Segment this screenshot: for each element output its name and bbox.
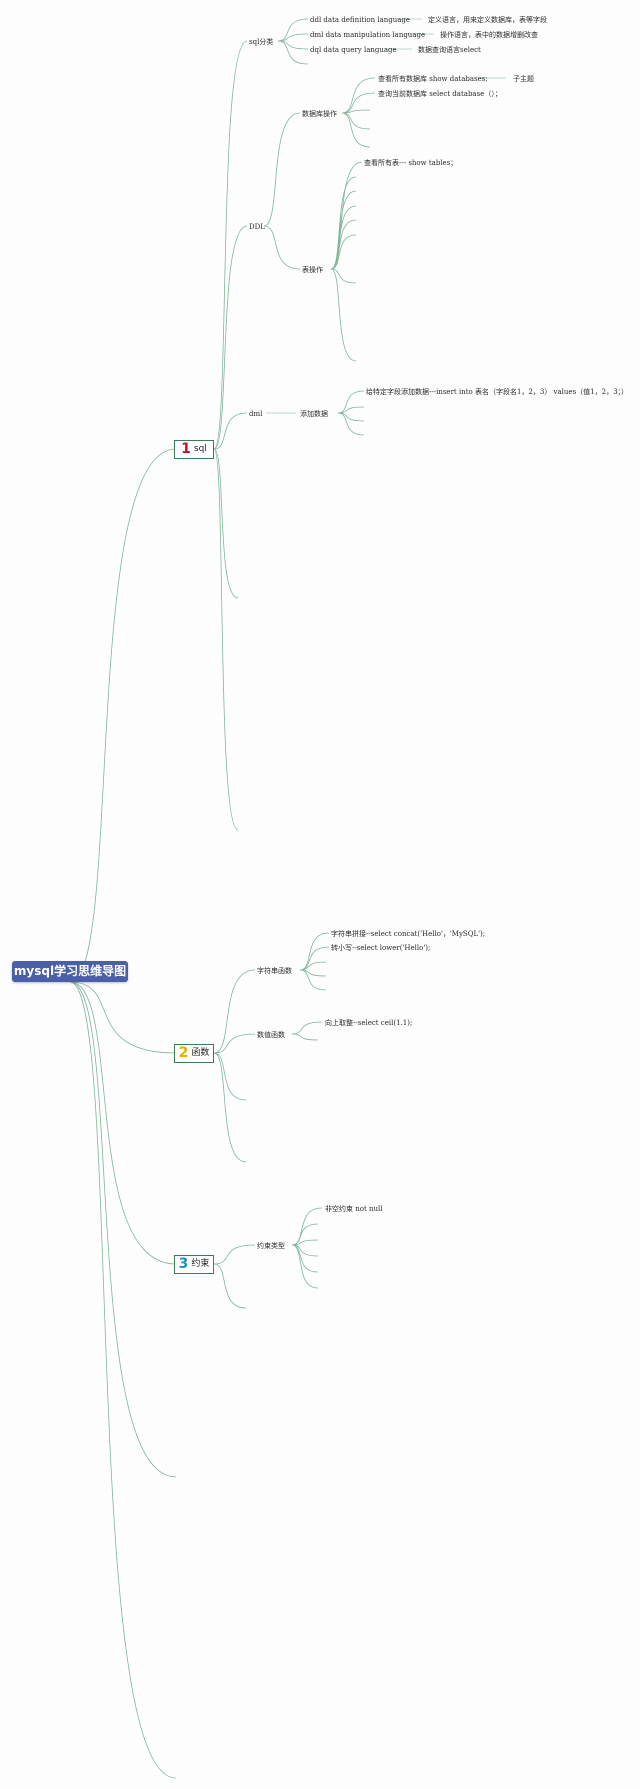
category-link <box>277 18 309 42</box>
sql-link <box>213 40 248 450</box>
node-show-databases[interactable]: 查看所有数据库 show databases; <box>378 75 488 83</box>
root-link <box>69 981 177 1779</box>
ddl-link <box>263 112 301 227</box>
numeric-link <box>291 1021 323 1035</box>
tableops-link <box>330 268 357 284</box>
dbops-link <box>341 77 376 114</box>
insert-link <box>337 390 365 414</box>
node-not-null[interactable]: 非空约束 not null <box>325 1205 383 1213</box>
node-subtopic[interactable]: 子主题 <box>513 75 534 83</box>
string-link <box>299 969 327 991</box>
node-insert-data[interactable]: 添加数据 <box>300 410 328 418</box>
node-string-functions[interactable]: 字符串函数 <box>257 967 292 975</box>
tableops-link <box>330 205 357 270</box>
types-link <box>291 1244 319 1273</box>
node-dql-desc[interactable]: 数据查询语言select <box>418 46 481 54</box>
node-dql-language[interactable]: dql data query language <box>310 46 397 54</box>
root-link <box>69 981 177 1478</box>
sql-link <box>213 448 239 831</box>
node-dml[interactable]: dml <box>249 410 263 418</box>
node-dml-language[interactable]: dml data manipulation language <box>310 31 426 39</box>
functions-link <box>213 1052 247 1101</box>
insert-link <box>337 412 365 436</box>
types-link <box>291 1244 319 1289</box>
sql-link <box>213 448 239 599</box>
ddl-link <box>263 225 301 270</box>
tableops-link <box>330 219 357 270</box>
sql-link <box>213 412 248 450</box>
tableops-link <box>330 234 357 270</box>
node-concat[interactable]: 字符串拼接--select concat('Hello'，'MySQL'); <box>331 930 486 938</box>
tableops-link <box>330 176 357 270</box>
branch-number: 3 <box>178 1256 189 1272</box>
dbops-link <box>341 92 376 114</box>
branch-label: 函数 <box>191 1048 210 1058</box>
node-dml-desc[interactable]: 操作语言，表中的数据增删改查 <box>440 31 538 39</box>
dbops-link <box>341 112 371 130</box>
tableops-link <box>330 268 357 362</box>
functions-link <box>213 1033 256 1054</box>
branch-label: sql <box>193 444 207 454</box>
root-node[interactable]: mysql学习思维导图 <box>12 961 128 982</box>
node-table-operations[interactable]: 表操作 <box>302 266 323 274</box>
root-link <box>69 448 177 983</box>
node-sql-category[interactable]: sql分类 <box>249 38 274 46</box>
node-lower[interactable]: 转小写--select lower('Hello'); <box>331 944 431 952</box>
string-link <box>299 932 330 971</box>
branch-number: 2 <box>178 1045 189 1061</box>
numeric-link <box>291 1033 319 1041</box>
string-link <box>299 946 330 971</box>
node-ceil[interactable]: 向上取整--select ceil(1.1); <box>325 1019 413 1027</box>
node-ddl-language[interactable]: ddl data definition language <box>310 16 411 24</box>
node-ddl-desc[interactable]: 定义语言，用来定义数据库，表等字段 <box>428 16 547 24</box>
root-link <box>69 981 177 1265</box>
sql-link <box>213 225 248 450</box>
branch-functions-node[interactable]: 2 函数 <box>174 1044 214 1063</box>
node-constraint-types[interactable]: 约束类型 <box>257 1242 285 1250</box>
functions-link <box>213 1052 247 1163</box>
node-ddl[interactable]: DDL <box>249 223 265 231</box>
node-current-database[interactable]: 查询当前数据库 select database（）； <box>378 90 502 98</box>
dbops-link <box>341 112 371 148</box>
branch-number: 1 <box>181 441 191 457</box>
node-numeric-functions[interactable]: 数值函数 <box>257 1031 285 1039</box>
tableops-link <box>330 161 363 270</box>
functions-link <box>213 969 256 1054</box>
node-show-tables[interactable]: 查看所有表--- show tables； <box>364 159 458 167</box>
constraints-link <box>213 1244 256 1265</box>
constraints-link <box>213 1263 247 1309</box>
node-db-operations[interactable]: 数据库操作 <box>302 110 337 118</box>
branch-constraints-node[interactable]: 3 约束 <box>174 1255 214 1274</box>
branch-label: 约束 <box>191 1259 210 1269</box>
branch-sql-node[interactable]: 1 sql <box>174 440 214 459</box>
node-insert-fields[interactable]: 给特定字段添加数据---insert into 表名（字段名1，2，3） val… <box>366 388 629 396</box>
category-link <box>277 40 309 65</box>
root-link <box>69 981 177 1054</box>
types-link <box>291 1223 319 1246</box>
